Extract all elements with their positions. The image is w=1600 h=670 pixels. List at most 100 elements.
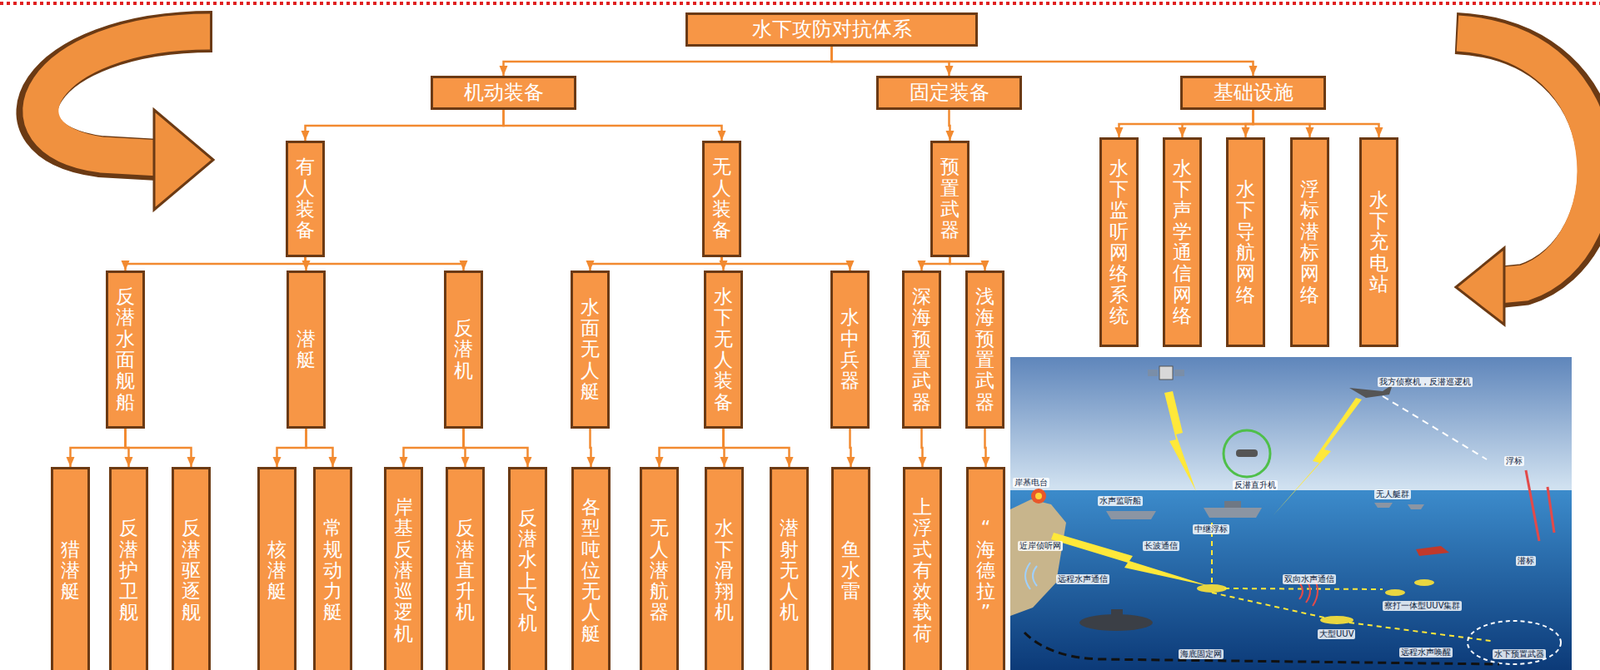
box-label: 固定装备 (909, 80, 990, 105)
connector-arrow (985, 428, 987, 468)
box-label: 水下攻防对抗体系 (752, 17, 913, 42)
box-label: 反潜水面舰船 (115, 286, 135, 414)
connector-arrow (922, 257, 951, 271)
connector-arrow (950, 257, 986, 271)
vertical-box: 各型吨位无人艇 (571, 467, 611, 670)
connector-arrow (125, 428, 192, 468)
box-label: 浮标潜标网络 (1300, 179, 1320, 306)
vertical-box: 预置武器 (930, 140, 970, 258)
vertical-box: 浮标潜标网络 (1290, 137, 1330, 348)
box-label: 岸基反潜巡逻机 (393, 497, 414, 645)
box-label: 潜射无人机 (779, 518, 799, 624)
category-box: 水下攻防对抗体系 (685, 12, 978, 47)
box-label: 水下导航网络 (1236, 179, 1256, 306)
box-label: 水面无人艇 (580, 297, 600, 403)
scene-label: 浮标 (1504, 456, 1525, 467)
vertical-box: 反潜护卫舰 (109, 467, 149, 670)
connector-arrow (590, 428, 592, 468)
connector-arrow (503, 46, 833, 76)
category-box: 基础设施 (1180, 75, 1326, 110)
scene-label: 远程水声通信 (1056, 574, 1110, 585)
vertical-box: 反潜直升机 (445, 467, 485, 670)
scene-label: 水下预置武器 (1492, 649, 1546, 660)
scene-label: 大型UUV (1317, 629, 1356, 640)
box-label: 深海预置武器 (912, 286, 932, 414)
dotted-border (0, 1, 1600, 5)
box-label: 上浮式有效载荷 (912, 497, 933, 645)
curved-arrow (36, 31, 214, 210)
scene-label: 无人艇群 (1374, 489, 1411, 500)
vertical-box: 水下无人装备 (703, 270, 743, 429)
box-label: 基础设施 (1213, 80, 1294, 105)
vertical-box: 无人装备 (702, 140, 742, 258)
scene-label: 反潜直升机 (1232, 480, 1278, 491)
connector-arrow (850, 428, 852, 468)
connector-arrow (1246, 109, 1254, 138)
scene-label: 岸基电台 (1012, 478, 1050, 489)
box-label: 水下滑翔机 (714, 518, 734, 624)
box-label: 水下声学通信网络 (1172, 158, 1192, 327)
box-label: 预置武器 (940, 156, 960, 241)
vertical-box: 核潜艇 (257, 467, 297, 670)
scene-label: 海底固定网 (1178, 649, 1224, 660)
connector-arrow (922, 428, 923, 468)
box-label: 各型吨位无人艇 (581, 497, 601, 645)
connector-arrow (305, 109, 504, 141)
box-label: 机动装备 (463, 80, 544, 105)
box-label: 反潜直升机 (455, 518, 475, 624)
vertical-box: 猎潜艇 (50, 467, 90, 670)
vertical-box: 水下充电站 (1359, 137, 1399, 348)
box-label: 反潜驱逐舰 (181, 518, 201, 624)
connector-arrow (1119, 109, 1254, 138)
connector-arrow (305, 257, 464, 271)
vertical-box: 反潜机 (443, 270, 484, 429)
connector-arrow (949, 109, 951, 141)
connector-arrow (722, 257, 851, 271)
vertical-box: 深海预置武器 (902, 270, 942, 429)
scene-label: 近岸侦听网 (1017, 541, 1063, 552)
connector-arrow (723, 428, 790, 468)
vertical-box: 反潜驱逐舰 (171, 467, 211, 670)
vertical-box: 反潜水面舰船 (105, 270, 145, 429)
category-box: 机动装备 (430, 75, 577, 110)
vertical-box: 水下导航网络 (1226, 137, 1266, 348)
vertical-box: 浅海预置武器 (965, 270, 1005, 429)
scene-illustration (1010, 357, 1572, 670)
box-label: 无人装备 (712, 156, 732, 241)
scene-label: 远程水声唤醒 (1399, 647, 1453, 658)
vertical-box: 常规动力艇 (313, 467, 353, 670)
vertical-box: 水中兵器 (830, 270, 870, 429)
scene-label: 双向水声通信 (1282, 574, 1336, 585)
vertical-box: 水下监听网络系统 (1099, 137, 1139, 348)
vertical-box: 岸基反潜巡逻机 (383, 467, 424, 670)
box-label: 反潜护卫舰 (119, 518, 139, 624)
box-label: 水下监听网络系统 (1109, 158, 1129, 327)
connector-arrow (503, 109, 723, 141)
box-label: “海德拉” (976, 518, 996, 624)
connector-arrow (659, 428, 724, 468)
vertical-box: 水下滑翔机 (704, 467, 744, 670)
scene-label: 潜标 (1515, 556, 1536, 567)
box-label: 浅海预置武器 (975, 286, 995, 414)
box-label: 水下无人装备 (713, 286, 733, 414)
box-label: 核潜艇 (267, 539, 287, 604)
connector-arrow (125, 257, 306, 271)
connector-arrow (70, 428, 126, 468)
connector-arrow (1253, 109, 1380, 138)
connector-arrow (832, 46, 1254, 76)
curved-arrow (1455, 33, 1599, 325)
vertical-box: 水下声学通信网络 (1162, 137, 1202, 348)
box-label: 潜艇 (296, 328, 316, 372)
box-label: 鱼水雷 (841, 539, 861, 604)
vertical-box: “海德拉” (966, 467, 1006, 670)
vertical-box: 水面无人艇 (570, 270, 610, 429)
connector-arrow (306, 428, 334, 468)
vertical-box: 潜艇 (286, 270, 326, 429)
vertical-box: 无人潜航器 (639, 467, 679, 670)
vertical-box: 潜射无人机 (769, 467, 809, 670)
box-label: 无人潜航器 (649, 518, 669, 624)
connector-arrow (590, 257, 723, 271)
box-label: 水中兵器 (840, 307, 860, 392)
